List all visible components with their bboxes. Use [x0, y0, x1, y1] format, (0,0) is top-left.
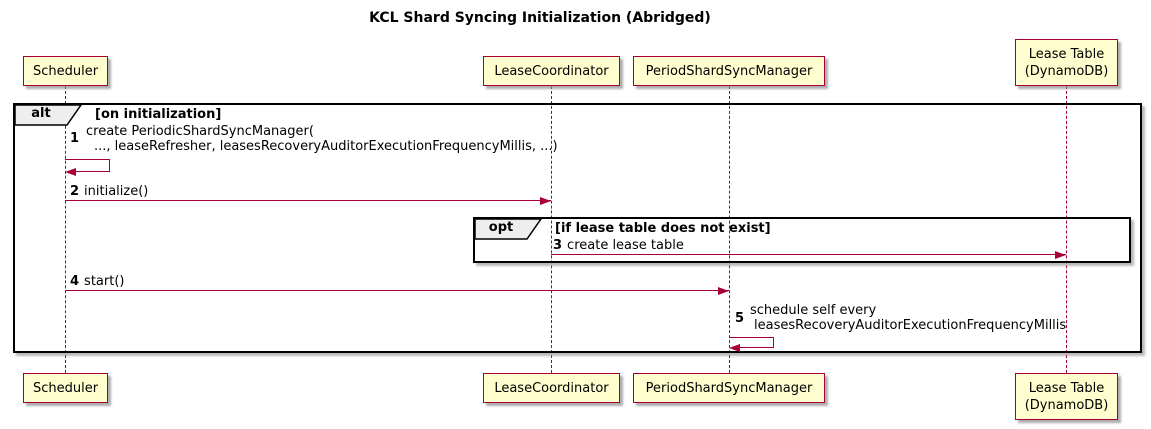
participant-label: PeriodShardSyncManager	[645, 63, 813, 79]
alt-frame-condition: [on initialization]	[95, 107, 222, 122]
participant-label-line1: Lease Table	[1028, 46, 1105, 62]
frame-label-pentagon	[474, 218, 543, 240]
lifeline-lease-coordinator	[551, 86, 552, 373]
message-5-self-arrow-top	[729, 337, 774, 338]
message-5-text-line2: leasesRecoveryAuditorExecutionFrequencyM…	[754, 318, 1067, 333]
participant-label-line1: Lease Table	[1028, 380, 1105, 396]
message-1-self-arrow-side	[109, 159, 110, 172]
message-4-label: 4 start()	[70, 274, 124, 289]
participant-label: Scheduler	[32, 63, 99, 79]
message-3-arrowhead	[1055, 251, 1066, 259]
participant-lease-coordinator-bottom: LeaseCoordinator	[483, 373, 620, 403]
opt-frame-header: opt	[474, 218, 543, 244]
participant-label: LeaseCoordinator	[494, 380, 609, 396]
opt-frame: opt [if lease table does not exist]	[473, 217, 1131, 263]
message-5-text-line1: schedule self every	[750, 303, 877, 318]
message-1-number: 1	[70, 131, 80, 146]
message-2-arrowhead	[540, 197, 551, 205]
participant-scheduler-bottom: Scheduler	[23, 373, 108, 403]
alt-frame-header: alt	[14, 104, 83, 130]
message-5-self-arrow-side	[773, 337, 774, 348]
message-5-number: 5	[735, 311, 745, 326]
message-4-arrowhead	[718, 287, 729, 295]
participant-label: PeriodShardSyncManager	[645, 380, 813, 396]
message-4-number: 4	[70, 274, 80, 289]
participant-label-line2: (DynamoDB)	[1024, 397, 1109, 413]
message-1-self-arrow-top	[65, 159, 110, 160]
message-5-self-arrow-bottom	[738, 347, 774, 348]
message-5-label: schedule self every leasesRecoveryAudito…	[750, 303, 1066, 333]
participant-scheduler-top: Scheduler	[23, 56, 108, 86]
message-4-arrow-line	[65, 290, 729, 291]
participant-lease-coordinator-top: LeaseCoordinator	[483, 56, 620, 86]
message-1-label: create PeriodicShardSyncManager( ..., le…	[86, 124, 558, 154]
message-2-label: 2 initialize()	[70, 184, 148, 199]
participant-period-shard-sync-manager-top: PeriodShardSyncManager	[633, 56, 825, 86]
lifeline-lease-table	[1066, 86, 1067, 373]
lifeline-scheduler	[65, 86, 66, 373]
alt-frame: alt [on initialization]	[13, 103, 1142, 353]
lifeline-period-shard-sync-manager	[729, 86, 730, 373]
participant-period-shard-sync-manager-bottom: PeriodShardSyncManager	[633, 373, 825, 403]
message-1-text-line1: create PeriodicShardSyncManager(	[86, 124, 314, 139]
message-4-text: start()	[84, 274, 125, 289]
participant-label: LeaseCoordinator	[494, 63, 609, 79]
message-1-text-line2: ..., leaseRefresher, leasesRecoveryAudit…	[94, 139, 558, 154]
opt-frame-label: opt	[488, 220, 514, 235]
message-5-arrowhead	[729, 344, 740, 352]
message-3-text: create lease table	[567, 238, 684, 253]
message-1-arrowhead	[65, 168, 76, 176]
message-3-arrow-line	[551, 254, 1066, 255]
alt-frame-label: alt	[31, 106, 51, 121]
message-2-text: initialize()	[84, 184, 149, 199]
message-1-self-arrow-bottom	[74, 171, 110, 172]
participant-label: Scheduler	[32, 380, 99, 396]
message-2-arrow-line	[65, 200, 551, 201]
message-3-label: 3 create lease table	[553, 238, 684, 253]
participant-lease-table-bottom: Lease Table (DynamoDB)	[1015, 373, 1118, 420]
diagram-title: KCL Shard Syncing Initialization (Abridg…	[369, 10, 711, 26]
message-2-number: 2	[70, 184, 80, 199]
opt-frame-condition: [if lease table does not exist]	[555, 221, 771, 236]
participant-lease-table-top: Lease Table (DynamoDB)	[1015, 39, 1118, 86]
frame-label-pentagon	[14, 104, 83, 126]
participant-label-line2: (DynamoDB)	[1024, 63, 1109, 79]
message-3-number: 3	[553, 238, 563, 253]
